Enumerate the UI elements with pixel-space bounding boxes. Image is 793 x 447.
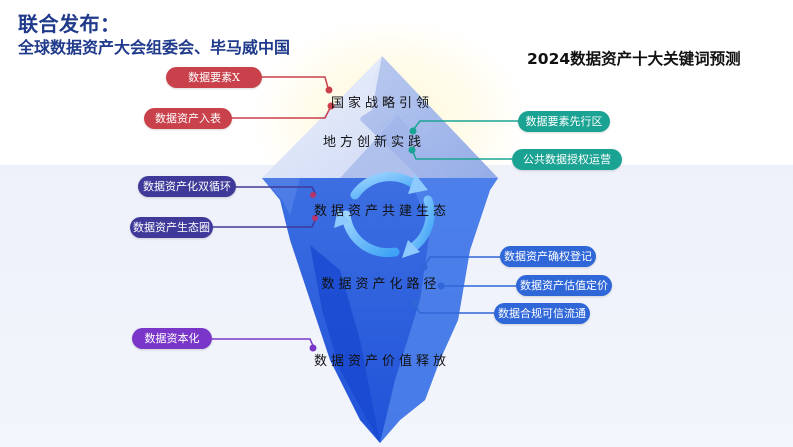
keyword-pill-pilot-zone[interactable]: 数据要素先行区 xyxy=(518,111,610,132)
layer-label-ecosystem: 数据资产共建生态 xyxy=(313,204,451,219)
keyword-pill-ecosystem-circle[interactable]: 数据资产生态圈 xyxy=(130,217,213,238)
publisher-names: 全球数据资产大会组委会、毕马威中国 xyxy=(18,38,291,57)
keyword-pill-compliant-circulation[interactable]: 数据合规可信流通 xyxy=(494,303,590,324)
publisher-heading: 联合发布： xyxy=(18,12,121,36)
keyword-pill-data-element-x[interactable]: 数据要素X xyxy=(166,67,262,88)
layer-label-assetization-path: 数据资产化路径 xyxy=(321,277,441,292)
keyword-pill-capitalization[interactable]: 数据资本化 xyxy=(132,328,212,349)
keyword-pill-dual-circulation[interactable]: 数据资产化双循环 xyxy=(138,176,236,197)
keyword-pill-valuation-pricing[interactable]: 数据资产估值定价 xyxy=(516,275,612,296)
keyword-pill-rights-registration[interactable]: 数据资产确权登记 xyxy=(500,246,596,267)
keyword-pill-public-data-authorization[interactable]: 公共数据授权运营 xyxy=(512,149,622,170)
page-title: 2024数据资产十大关键词预测 xyxy=(527,50,741,68)
layer-label-local-practice: 地方创新实践 xyxy=(322,135,426,150)
layer-label-value-release: 数据资产价值释放 xyxy=(313,354,451,369)
layer-label-national-strategy: 国家战略引领 xyxy=(330,96,434,111)
keyword-pill-asset-on-balance-sheet[interactable]: 数据资产入表 xyxy=(144,108,232,129)
